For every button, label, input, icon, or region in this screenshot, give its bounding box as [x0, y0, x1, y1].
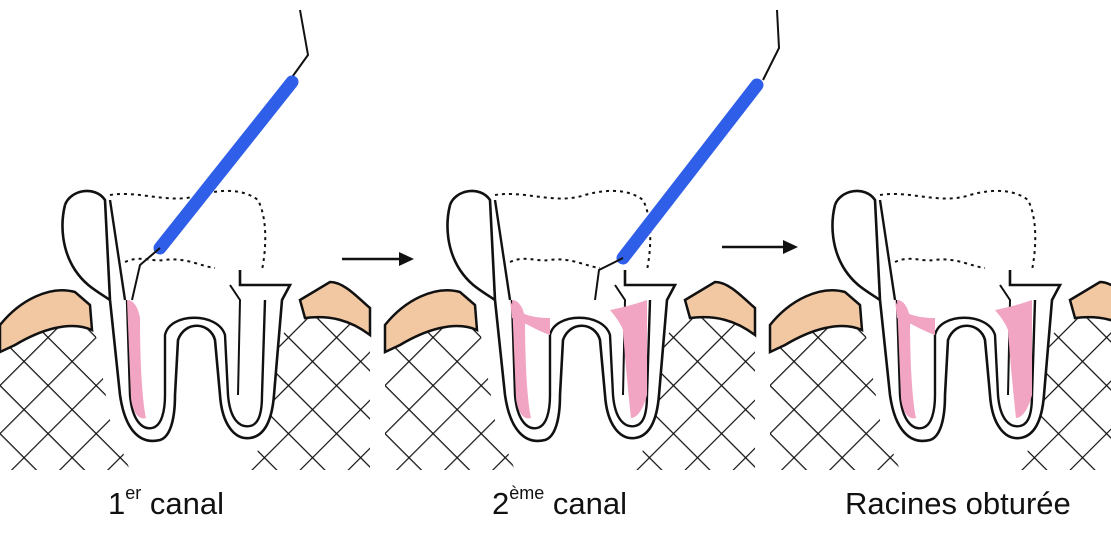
- caption-first-canal: 1er canal: [108, 488, 224, 519]
- tooth-panel-2: [385, 10, 779, 470]
- right-arrow-icon: [342, 252, 414, 266]
- instrument-handle-1: [160, 82, 292, 248]
- caption-second-canal: 2ème canal: [492, 488, 627, 519]
- instrument-handle-2: [623, 85, 757, 258]
- tooth-panel-1: [0, 10, 370, 470]
- tooth-panel-3: [770, 191, 1111, 470]
- right-arrow-icon: [722, 240, 798, 254]
- caption-roots-filled: Racines obturée: [845, 488, 1071, 519]
